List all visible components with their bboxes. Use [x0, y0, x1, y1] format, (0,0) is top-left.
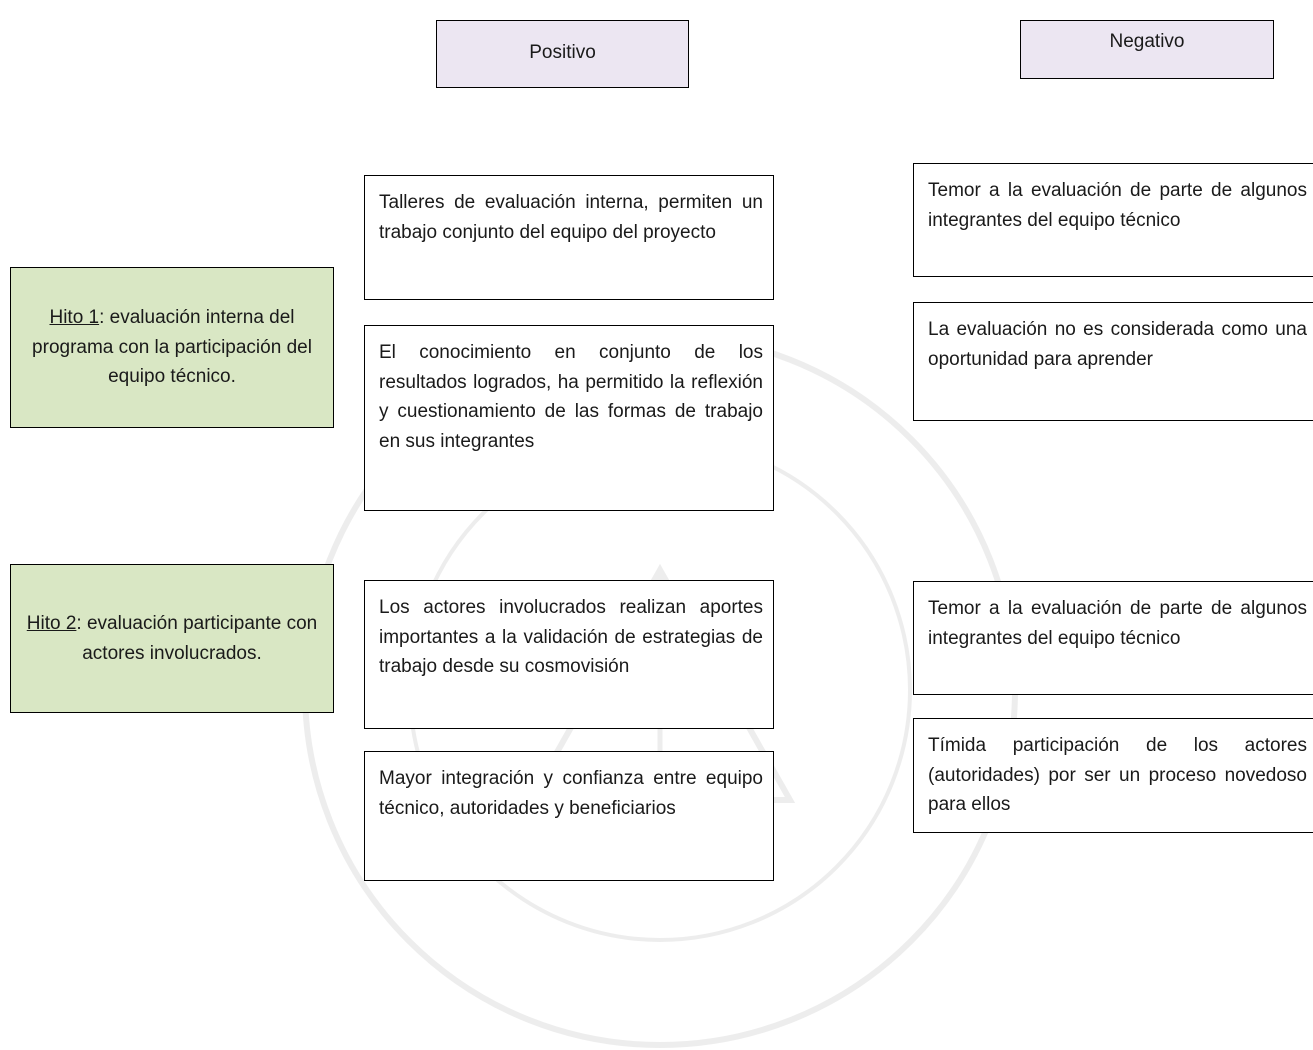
hito-2-negative-2: Tímida participación de los actores (aut… — [913, 718, 1313, 833]
hito-1-negative-1: Temor a la evaluación de parte de alguno… — [913, 163, 1313, 277]
hito-1-label: Hito 1 — [49, 307, 100, 329]
hito-2-box: Hito 2: evaluación participante con acto… — [10, 564, 334, 713]
hito-2-positive-2: Mayor integración y confianza entre equi… — [364, 751, 774, 881]
hito-2-content: Hito 2: evaluación participante con acto… — [21, 609, 323, 668]
positive-header-label: Positivo — [529, 42, 596, 63]
hito-1-negative-2: La evaluación no es considerada como una… — [913, 302, 1313, 421]
hito-1-box: Hito 1: evaluación interna del programa … — [10, 267, 334, 428]
hito-2-negative-1: Temor a la evaluación de parte de alguno… — [913, 581, 1313, 695]
hito-1-content: Hito 1: evaluación interna del programa … — [21, 303, 323, 392]
hito-1-text: : evaluación interna del programa con la… — [32, 307, 312, 388]
hito-2-text: : evaluación participante con actores in… — [76, 613, 318, 664]
negative-header-label: Negativo — [1109, 31, 1185, 52]
positive-header: Positivo — [436, 20, 689, 88]
hito-2-label: Hito 2 — [26, 613, 77, 634]
negative-header: Negativo — [1020, 20, 1274, 79]
hito-2-positive-1: Los actores involucrados realizan aporte… — [364, 580, 774, 729]
hito-1-positive-1: Talleres de evaluación interna, permiten… — [364, 175, 774, 300]
hito-1-positive-2: El conocimiento en conjunto de los resul… — [364, 325, 774, 511]
